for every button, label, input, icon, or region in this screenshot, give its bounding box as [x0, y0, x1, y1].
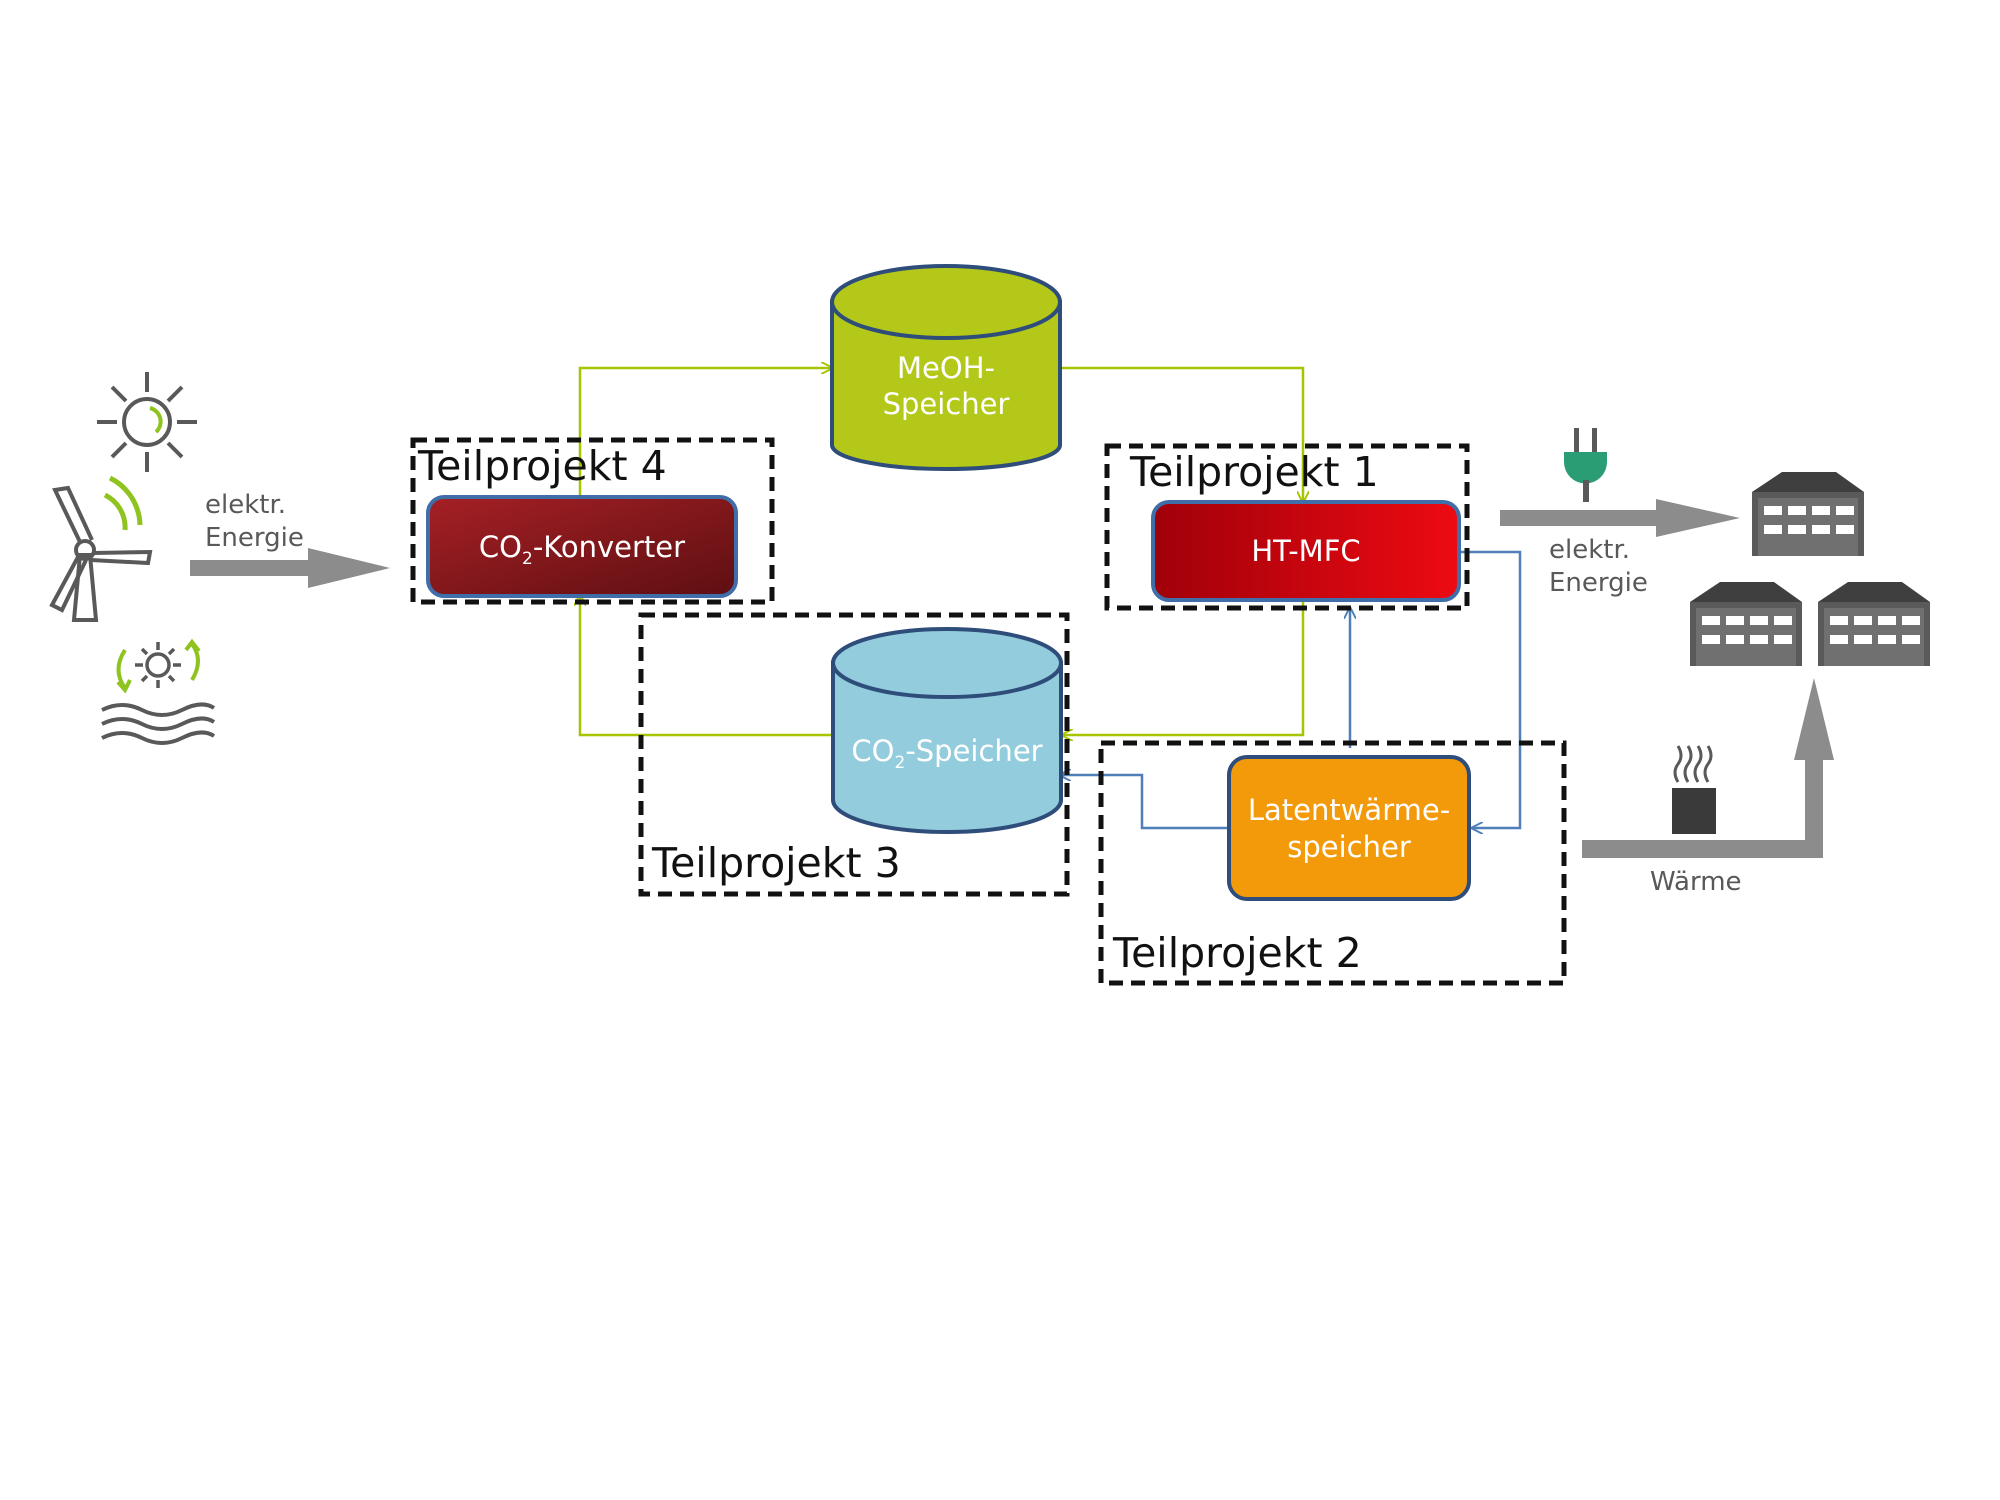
flow-mfc-to-co2: [1062, 600, 1305, 735]
flow-konverter-to-meoh: [578, 368, 832, 498]
co2-konverter: CO2-Konverter: [426, 495, 738, 598]
meoh-speicher: MeOH- Speicher: [830, 264, 1062, 471]
flow-meoh-to-mfc: [1060, 366, 1303, 502]
latent-label-2: speicher: [1287, 830, 1411, 864]
co2-speicher: CO2-Speicher: [831, 627, 1063, 834]
latentwaerme-speicher: Latentwärme- speicher: [1227, 755, 1471, 901]
plug-icon: [1564, 428, 1607, 502]
heat-label: Wärme: [1650, 867, 1742, 897]
heat-mfc-to-latent: [1460, 550, 1522, 828]
meoh-label-1: MeOH-: [897, 351, 995, 385]
output-energy-label-2: Energie: [1549, 568, 1648, 598]
teilprojekt-4-label: Teilprojekt 4: [417, 442, 667, 490]
output-energy-arrow: [1500, 499, 1740, 537]
building-icon: [1752, 472, 1864, 556]
output-energy-label-1: elektr.: [1549, 535, 1630, 565]
sun-icon: [97, 372, 197, 472]
geothermal-icon: [101, 638, 216, 745]
teilprojekt-2-label: Teilprojekt 2: [1112, 929, 1362, 977]
flow-co2-to-konverter: [580, 595, 833, 737]
ht-mfc: HT-MFC: [1151, 500, 1461, 602]
co2-speicher-label: CO2-Speicher: [851, 734, 1042, 773]
heat-latent-to-co2: [1060, 775, 1228, 830]
chimney-icon: [1672, 745, 1716, 834]
teilprojekt-3-label: Teilprojekt 3: [651, 839, 901, 887]
building-icon: [1690, 582, 1802, 666]
teilprojekt-4-frame: [410, 437, 775, 605]
input-energy-label-1: elektr.: [205, 490, 286, 520]
heat-arrow: [1582, 678, 1834, 858]
building-icon: [1818, 582, 1930, 666]
teilprojekt-1-label: Teilprojekt 1: [1129, 448, 1379, 496]
ht-mfc-label: HT-MFC: [1251, 534, 1360, 568]
input-energy-arrow: [190, 548, 390, 588]
latent-label-1: Latentwärme-: [1248, 793, 1450, 827]
wind-turbine-icon: [49, 475, 153, 622]
green-flow-lines: [580, 368, 1303, 735]
input-energy-label-2: Energie: [205, 523, 304, 553]
teilprojekt-2-frame: [1098, 740, 1567, 986]
meoh-label-2: Speicher: [883, 387, 1010, 421]
co2-konverter-label: CO2-Konverter: [479, 530, 685, 569]
teilprojekt-1-frame: [1104, 443, 1470, 611]
